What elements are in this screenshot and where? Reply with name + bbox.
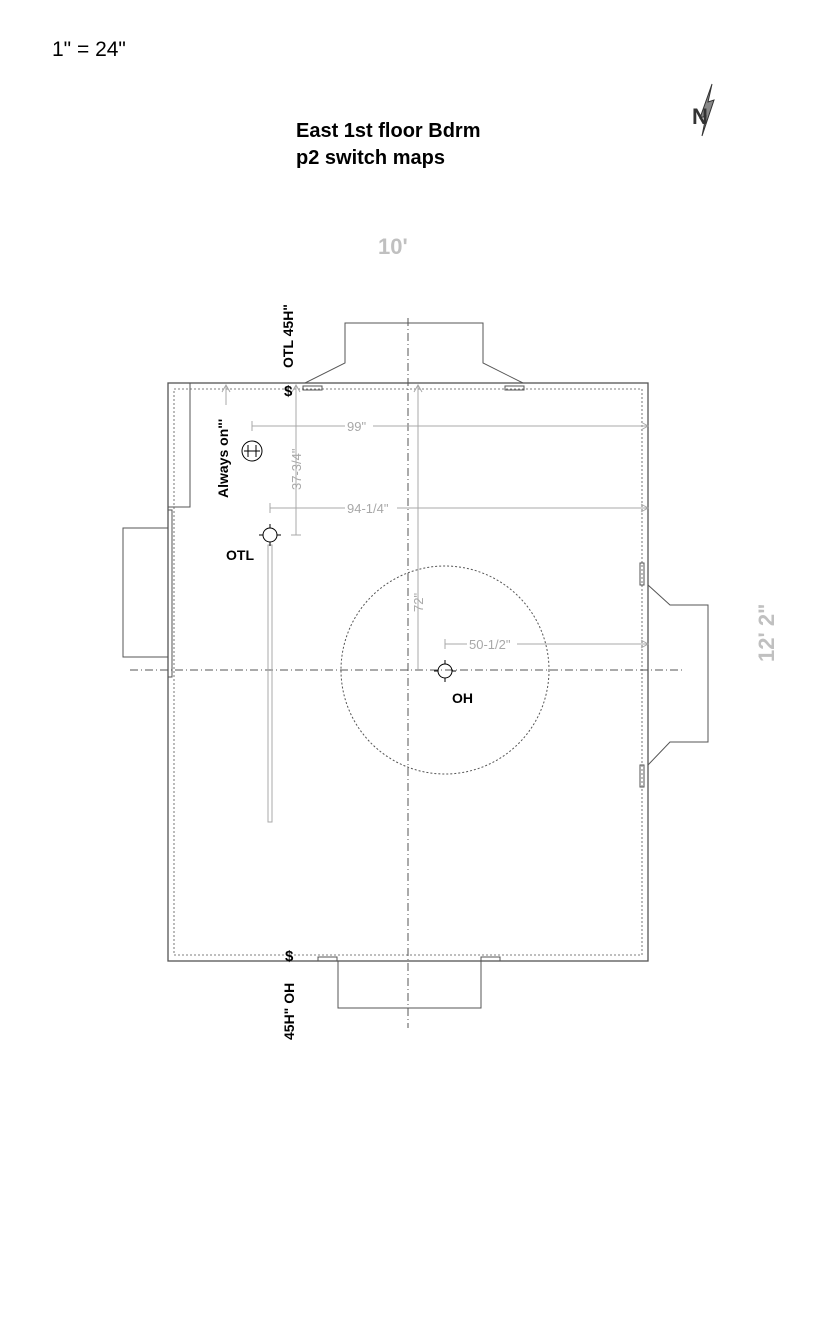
light-track <box>267 544 273 823</box>
switch-top-label: OTL 45H" <box>280 304 296 368</box>
title-line-2: p2 switch maps <box>296 147 445 169</box>
north-arrow-icon: N <box>692 83 715 137</box>
bottom-bay-window <box>337 961 482 1009</box>
scale-label: 1" = 24" <box>52 38 126 61</box>
center-lines <box>130 318 685 1028</box>
outlet-icon <box>241 440 263 462</box>
switch-bottom-icon: $ <box>285 948 294 965</box>
dim-37-3-4: 37-3/4" <box>289 448 304 490</box>
room-walls <box>122 322 709 1009</box>
dim-50-1-2: 50-1/2" <box>469 637 511 652</box>
oh-fixture-icon <box>434 660 456 682</box>
otl-fixture-icon <box>259 524 281 546</box>
dim-99: 99" <box>347 419 366 434</box>
switch-top-icon: $ <box>284 383 293 400</box>
top-bay-window <box>304 322 524 384</box>
left-bay-window <box>122 527 168 658</box>
dimension-lines <box>221 383 650 670</box>
closet <box>167 382 191 508</box>
dim-94-1-4: 94-1/4" <box>347 501 389 516</box>
fixture-radius <box>340 565 550 775</box>
always-on-label: Always on"' <box>215 419 231 498</box>
otl-label: OTL <box>226 547 254 563</box>
page-title: East 1st floor Bdrm p2 switch maps <box>296 118 480 172</box>
dim-72: 72" <box>411 593 426 612</box>
oh-label: OH <box>452 690 473 706</box>
switch-bottom-label: 45H" OH <box>281 983 297 1040</box>
title-line-1: East 1st floor Bdrm <box>296 120 481 142</box>
right-bay-window <box>647 584 709 766</box>
north-label: N <box>692 104 708 129</box>
room-width-label: 10' <box>378 234 408 259</box>
